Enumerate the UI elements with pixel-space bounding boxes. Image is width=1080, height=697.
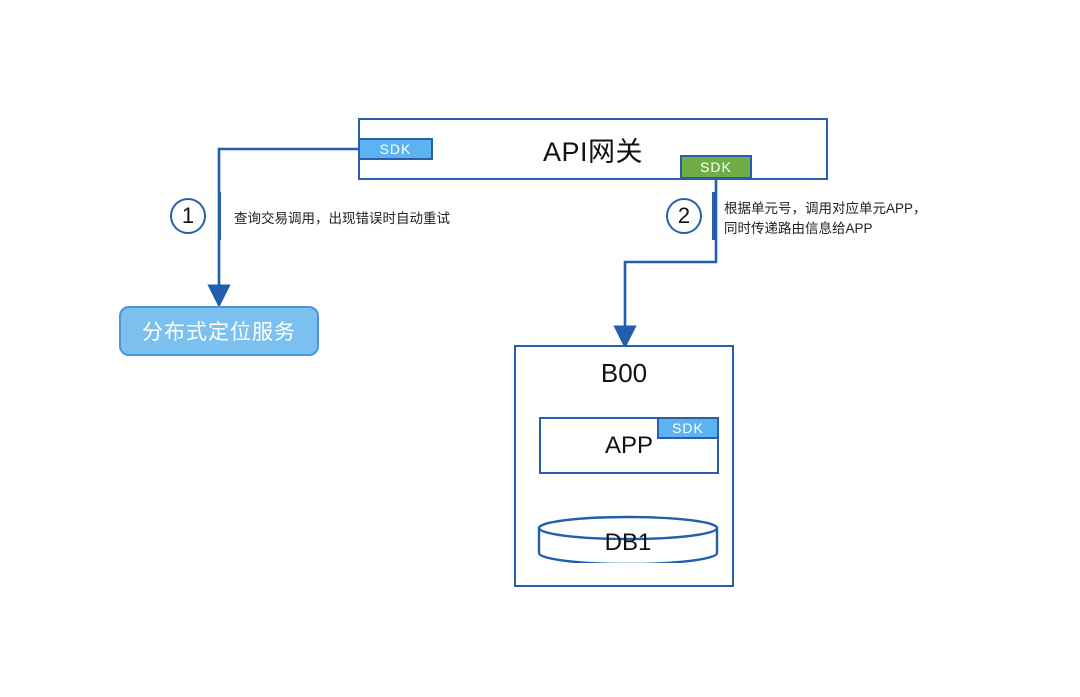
sdk-badge-app[interactable]: SDK (657, 417, 719, 439)
step-divider-2 (712, 192, 715, 240)
database-cylinder-icon[interactable] (537, 515, 719, 563)
step-description-1: 查询交易调用，出现错误时自动重试 (234, 211, 450, 226)
unit-b00-label: B00 (600, 358, 648, 388)
database-label: DB1 (604, 529, 652, 556)
step-marker-1: 1 (170, 198, 206, 234)
sdk-badge-gateway-right[interactable]: SDK (680, 155, 752, 179)
step-description-2: 根据单元号，调用对应单元APP， 同时传递路由信息给APP (724, 201, 927, 236)
step-marker-2: 2 (666, 198, 702, 234)
api-gateway-label: API网关 (542, 136, 644, 167)
step-divider-1 (218, 192, 221, 240)
sdk-badge-gateway-left[interactable]: SDK (358, 138, 433, 160)
distributed-locate-service-node[interactable]: 分布式定位服务 (119, 306, 319, 356)
